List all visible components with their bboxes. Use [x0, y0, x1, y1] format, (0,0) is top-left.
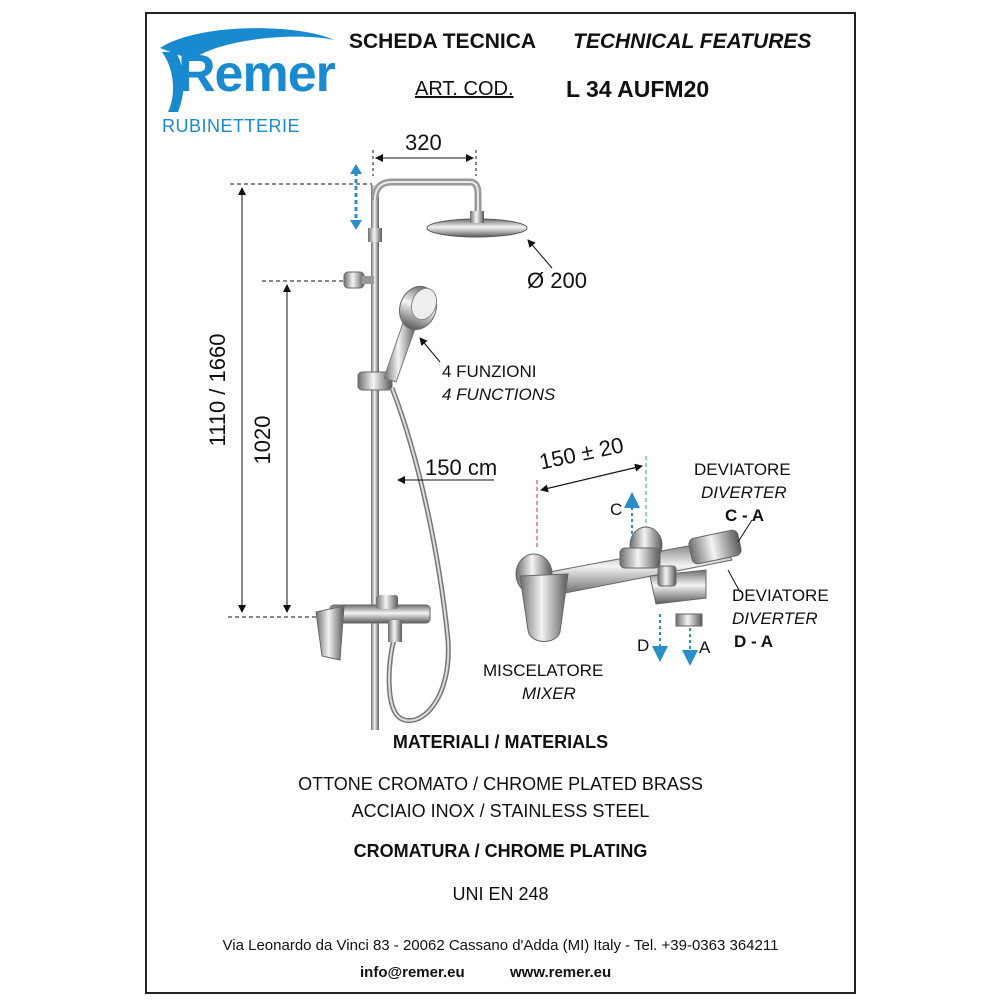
head-leader [527, 239, 553, 269]
outlet-d-label: D [637, 636, 650, 655]
plating-title: CROMATURA / CHROME PLATING [353, 841, 648, 861]
outlet-a-label: A [699, 638, 711, 657]
diverter1-it-label: DEVIATORE [694, 460, 791, 479]
functions-leader [419, 337, 441, 363]
diverter2-code-label: D - A [734, 632, 774, 651]
diverter1-en-label: DIVERTER [701, 483, 787, 502]
functions-en-label: 4 FUNCTIONS [442, 385, 556, 404]
head-diameter-label: Ø 200 [527, 268, 587, 293]
diverter2-it-label: DEVIATORE [732, 586, 829, 605]
footer-website[interactable]: www.remer.eu [510, 964, 612, 981]
shower-column [315, 178, 528, 730]
outlet-c-label: C [610, 500, 623, 519]
logo-subtitle: RUBINETTERIE [162, 116, 301, 136]
logo-swoosh-lower [162, 52, 184, 112]
art-cod-value: L 34 AUFM20 [566, 76, 710, 102]
mixer-detail [515, 456, 753, 666]
materials-title: MATERIALI / MATERIALS [392, 732, 609, 752]
document-frame [145, 12, 856, 994]
art-cod-label: ART. COD. [415, 78, 514, 100]
mixer-en-label: MIXER [522, 684, 576, 703]
logo-brand: Remer [178, 45, 336, 103]
materials-line-2: ACCIAIO INOX / STAINLESS STEEL [351, 801, 650, 821]
standard-label: UNI EN 248 [452, 884, 549, 904]
footer-email[interactable]: info@remer.eu [360, 964, 465, 981]
arm-width-dimension [372, 150, 477, 176]
logo-swoosh [160, 28, 334, 60]
arm-width-label: 320 [405, 130, 442, 155]
total-height-label: 1110 / 1660 [205, 333, 230, 447]
diverter2-en-label: DIVERTER [732, 609, 818, 628]
footer-address: Via Leonardo da Vinci 83 - 20062 Cassano… [222, 937, 779, 954]
hose-length-label: 150 cm [425, 455, 498, 480]
bar-height-label: 1020 [250, 415, 275, 465]
height-adjust-arrow [350, 164, 362, 230]
height-dimensions [228, 183, 372, 618]
technical-features-title: TECHNICAL FEATURES [573, 30, 812, 53]
mixer-it-label: MISCELATORE [483, 661, 604, 680]
functions-it-label: 4 FUNZIONI [442, 362, 537, 381]
diverter1-code-label: C - A [725, 506, 765, 525]
scheda-tecnica-title: SCHEDA TECNICA [349, 30, 537, 53]
materials-line-1: OTTONE CROMATO / CHROME PLATED BRASS [298, 774, 703, 794]
